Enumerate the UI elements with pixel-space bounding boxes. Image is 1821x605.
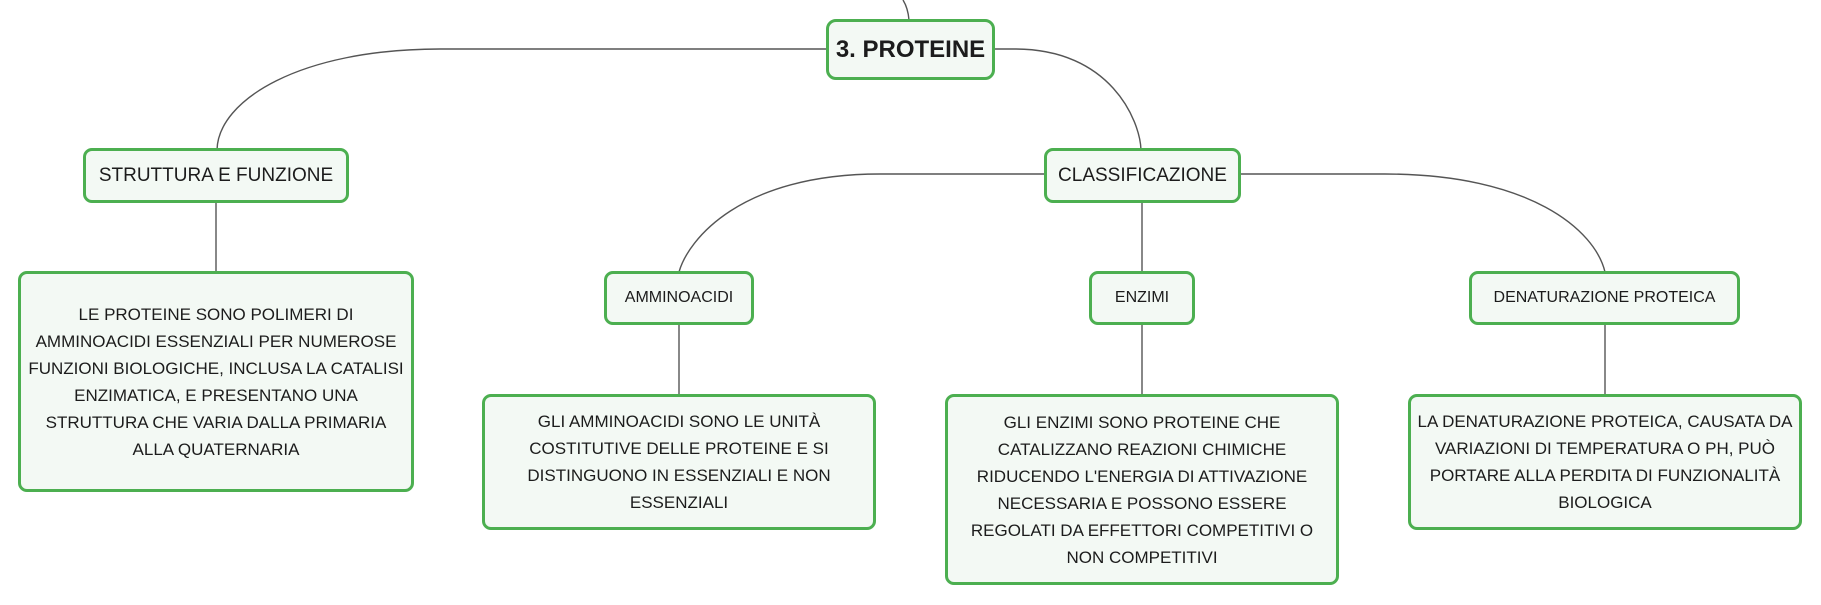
connector-root-to-classificazione bbox=[994, 48, 1142, 151]
connector-root-to-struttura bbox=[216, 48, 828, 151]
denaturazione-description-node[interactable]: LA DENATURAZIONE PROTEICA, CAUSATA DA VA… bbox=[1408, 394, 1802, 530]
struttura-funzione-description-node[interactable]: LE PROTEINE SONO POLIMERI DI AMMINOACIDI… bbox=[18, 271, 414, 492]
root-node-label: 3. PROTEINE bbox=[835, 35, 986, 63]
struttura-funzione-node[interactable]: STRUTTURA E FUNZIONE bbox=[83, 148, 349, 203]
denaturazione-node[interactable]: DENATURAZIONE PROTEICA bbox=[1469, 271, 1740, 325]
enzimi-description: GLI ENZIMI SONO PROTEINE CHE CATALIZZANO… bbox=[970, 412, 1314, 567]
classificazione-label: CLASSIFICAZIONE bbox=[1058, 164, 1227, 186]
connector-parent-to-root bbox=[902, 0, 910, 21]
amminoacidi-label: AMMINOACIDI bbox=[624, 289, 734, 306]
classificazione-node[interactable]: CLASSIFICAZIONE bbox=[1044, 148, 1241, 203]
denaturazione-label: DENATURAZIONE PROTEICA bbox=[1493, 289, 1716, 306]
struttura-funzione-label: STRUTTURA E FUNZIONE bbox=[98, 164, 334, 186]
amminoacidi-description-node[interactable]: GLI AMMINOACIDI SONO LE UNITÀ COSTITUTIV… bbox=[482, 394, 876, 530]
enzimi-label: ENZIMI bbox=[1114, 289, 1170, 306]
root-node[interactable]: 3. PROTEINE bbox=[826, 19, 995, 80]
enzimi-description-node[interactable]: GLI ENZIMI SONO PROTEINE CHE CATALIZZANO… bbox=[945, 394, 1339, 585]
struttura-funzione-description: LE PROTEINE SONO POLIMERI DI AMMINOACIDI… bbox=[28, 304, 404, 459]
denaturazione-description: LA DENATURAZIONE PROTEICA, CAUSATA DA VA… bbox=[1417, 412, 1793, 512]
enzimi-node[interactable]: ENZIMI bbox=[1089, 271, 1195, 325]
amminoacidi-description: GLI AMMINOACIDI SONO LE UNITÀ COSTITUTIV… bbox=[527, 412, 831, 512]
connector-classificazione-to-denaturazione bbox=[1240, 173, 1606, 273]
amminoacidi-node[interactable]: AMMINOACIDI bbox=[604, 271, 754, 325]
connector-classificazione-to-amminoacidi bbox=[678, 173, 1044, 273]
